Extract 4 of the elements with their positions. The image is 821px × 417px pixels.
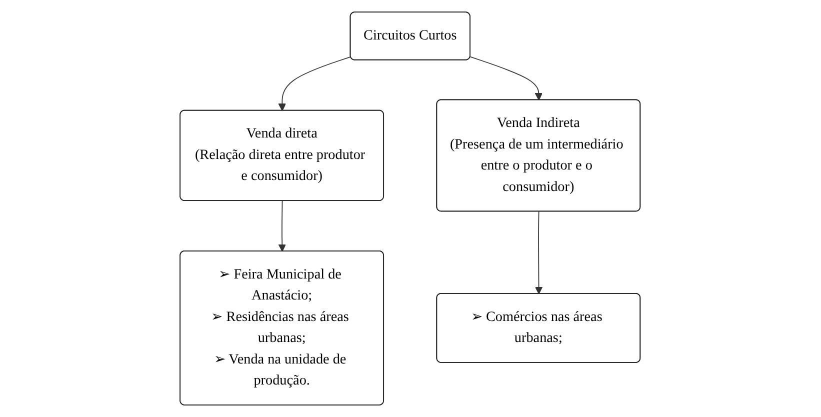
arrow: [535, 211, 544, 294]
arrow: [278, 56, 352, 112]
arrow: [470, 56, 543, 100]
arrow: [278, 200, 286, 252]
